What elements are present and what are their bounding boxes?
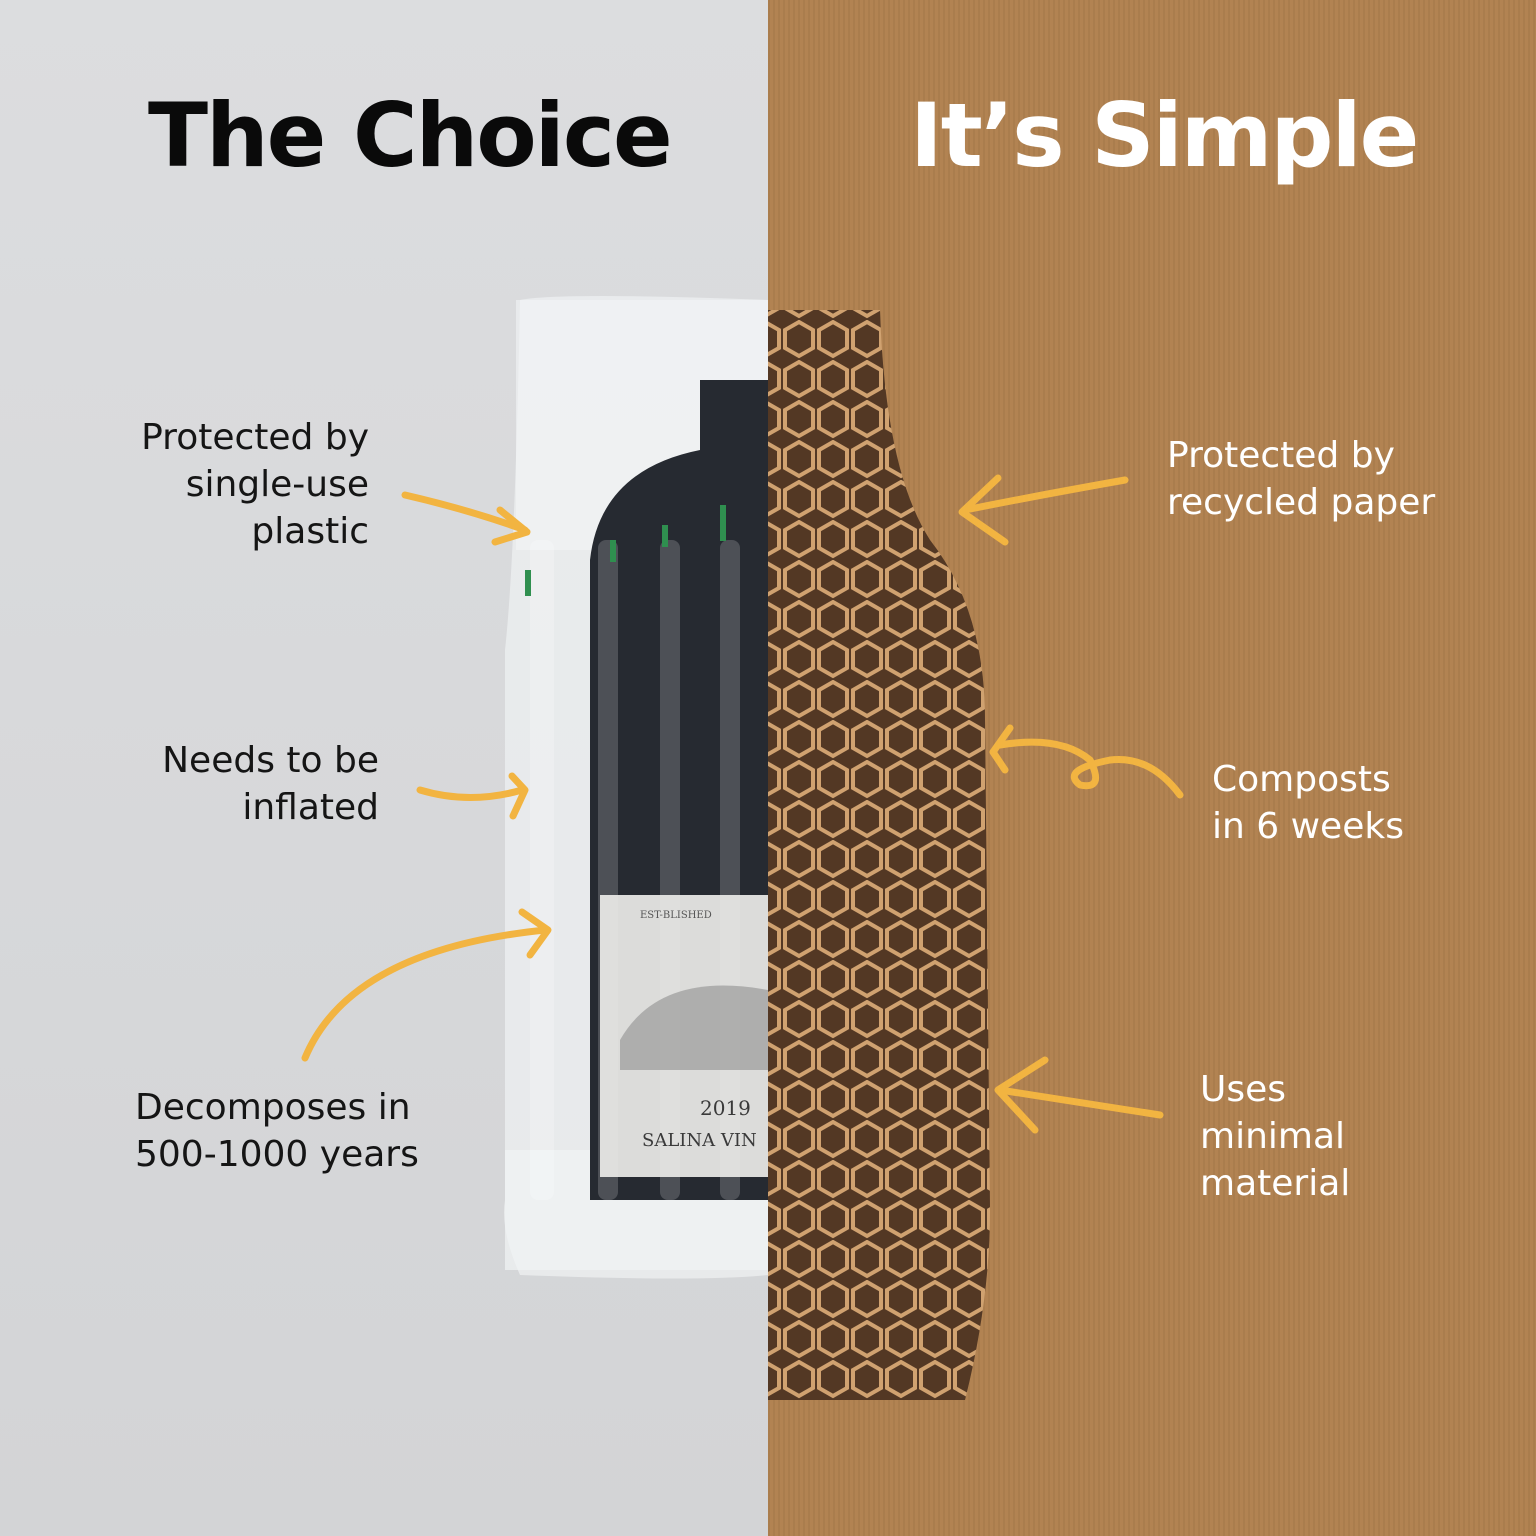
arrowhead-plastic: [491, 506, 531, 546]
label-composts: Composts in 6 weeks: [1212, 756, 1512, 850]
arrow-paper: [961, 476, 1129, 514]
label-established: EST-BLISHED: [640, 910, 712, 921]
label-line: Composts: [1212, 759, 1391, 800]
label-line: single-use: [185, 464, 369, 505]
arrow-inflated: [416, 786, 526, 801]
arrows: [301, 474, 1184, 1134]
label-line: Needs to be: [162, 740, 379, 781]
label-line: minimal: [1200, 1116, 1346, 1157]
label-line: inflated: [242, 787, 379, 828]
arrow-composts: [996, 738, 1184, 799]
arrow-decomposes: [301, 926, 549, 1062]
label-recycled-paper: Protected by recycled paper: [1167, 432, 1507, 526]
valve-mark: [525, 570, 531, 596]
arrowhead-decomposes: [518, 908, 552, 959]
label-line: Decomposes in: [135, 1087, 411, 1128]
label-line: Protected by: [1167, 435, 1395, 476]
label-line: 500-1000 years: [135, 1134, 419, 1175]
arrow-minimal: [996, 1086, 1164, 1119]
label-year: 2019: [700, 1096, 751, 1120]
label-minimal-material: Uses minimal material: [1200, 1066, 1500, 1207]
honeycomb-paper-wrap: [768, 310, 990, 1400]
title-its-simple: It’s Simple: [910, 84, 1419, 187]
arrowhead-composts: [989, 724, 1014, 774]
valve-mark: [720, 505, 726, 541]
label-needs-inflation: Needs to be inflated: [79, 737, 379, 831]
arrow-plastic: [401, 491, 529, 534]
valve-mark: [662, 525, 668, 547]
label-line: in 6 weeks: [1212, 806, 1404, 847]
label-winery: SALINA VIN: [642, 1130, 757, 1151]
label-line: Uses: [1200, 1069, 1287, 1110]
title-the-choice: The Choice: [148, 84, 673, 187]
label-decomposes: Decomposes in 500-1000 years: [135, 1084, 465, 1178]
arrowhead-minimal: [994, 1056, 1049, 1134]
label-line: material: [1200, 1163, 1351, 1204]
label-single-use-plastic: Protected by single-use plastic: [69, 414, 369, 555]
label-line: plastic: [251, 511, 369, 552]
label-line: recycled paper: [1167, 482, 1436, 523]
valve-mark: [610, 540, 616, 562]
arrowhead-inflated: [508, 772, 529, 820]
label-line: Protected by: [141, 417, 369, 458]
wine-label: EST-BLISHED 2019 SALINA VIN: [600, 895, 768, 1177]
arrowhead-paper: [958, 474, 1009, 546]
